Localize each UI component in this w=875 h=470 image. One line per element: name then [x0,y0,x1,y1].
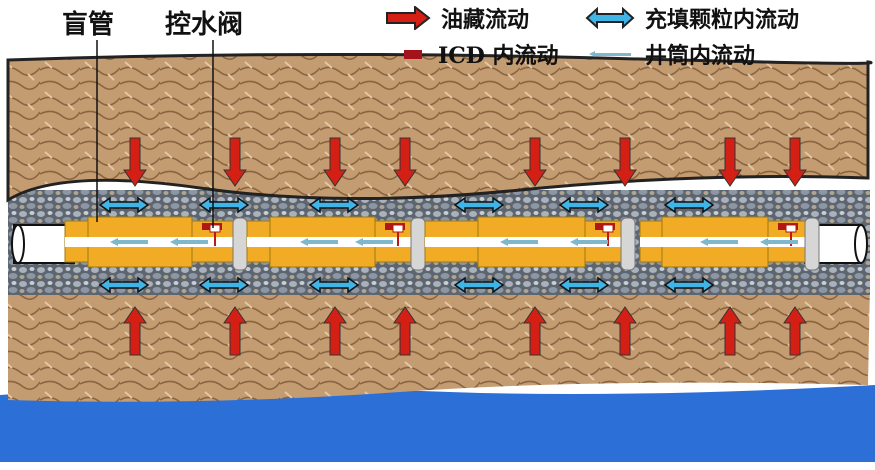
wellbore-flow-arrow-icon [300,238,338,246]
inner-channel [65,237,240,247]
centralizer [410,217,426,271]
packing-flow-arrow-icon [663,196,715,214]
legend-label: 充填颗粒内流动 [645,7,800,33]
reservoir-flow-arrow-up-icon [718,306,742,356]
reservoir-flow-arrow-up-icon [523,306,547,356]
packing-flow-arrow-icon [558,196,610,214]
reservoir-flow-arrow-up-icon [613,306,637,356]
packing-flow-arrow-icon [98,196,150,214]
reservoir-flow-arrow-down-icon [523,137,547,187]
centralizer [232,217,248,271]
control-valve-label: 控水阀 [165,10,244,40]
reservoir-flow-arrow-down-icon [783,137,807,187]
pipe-left-end [11,224,25,264]
reservoir-flow-arrow-up-icon [123,306,147,356]
pipe-right-end [854,224,868,264]
wellbore-flow-arrow-icon [355,238,393,246]
wellbore-flow-arrow-icon [760,238,798,246]
reservoir-flow-arrow-up-icon [223,306,247,356]
light-blue-line-icon [589,51,631,57]
packing-flow-arrow-icon [558,276,610,294]
reservoir-flow-arrow-up-icon [323,306,347,356]
control-valve-icon [785,224,797,233]
reservoir-flow-arrow-up-icon [783,306,807,356]
legend-icd-flow: ICD 内流动 [398,38,559,70]
reservoir-flow-arrow-down-icon [393,137,417,187]
red-arrow-icon [386,6,431,30]
reservoir-flow-arrow-down-icon [123,137,147,187]
reservoir-flow-arrow-down-icon [613,137,637,187]
packing-flow-arrow-icon [453,196,505,214]
legend-label: 井筒内流动 [645,43,756,69]
blue-double-arrow-icon [585,6,635,30]
packing-flow-arrow-icon [98,276,150,294]
legend-label: ICD 内流动 [438,43,559,69]
reservoir-flow-arrow-up-icon [393,306,417,356]
control-valve-icon [602,224,614,233]
diagram-elements [11,137,868,356]
centralizer [620,217,636,271]
bottom-rock [8,285,870,402]
legend-reservoir-flow: 油藏流动 [385,2,529,34]
packing-flow-arrow-icon [198,276,250,294]
reservoir-flow-arrow-down-icon [323,137,347,187]
packing-flow-arrow-icon [308,276,360,294]
wellbore-flow-arrow-icon [500,238,538,246]
packing-flow-arrow-icon [663,276,715,294]
reservoir-flow-arrow-down-icon [718,137,742,187]
wellbore-flow-arrow-icon [700,238,738,246]
water-layer [0,385,875,462]
packing-flow-arrow-icon [198,196,250,214]
wellbore-flow-arrow-icon [170,238,208,246]
control-valve-icon [392,224,404,233]
reservoir-flow-arrow-down-icon [223,137,247,187]
packing-flow-arrow-icon [453,276,505,294]
legend-label: 油藏流动 [441,7,530,33]
wellbore-flow-arrow-icon [570,238,608,246]
centralizer [804,217,820,271]
packing-flow-arrow-icon [308,196,360,214]
control-valve-icon [209,224,221,233]
legend-wellbore-flow: 井筒内流动 [585,38,755,70]
legend-packing-flow: 充填颗粒内流动 [585,2,799,34]
icd-rect-icon [404,50,422,59]
wellbore-flow-arrow-icon [110,238,148,246]
blind-pipe-label: 盲管 [62,10,115,40]
